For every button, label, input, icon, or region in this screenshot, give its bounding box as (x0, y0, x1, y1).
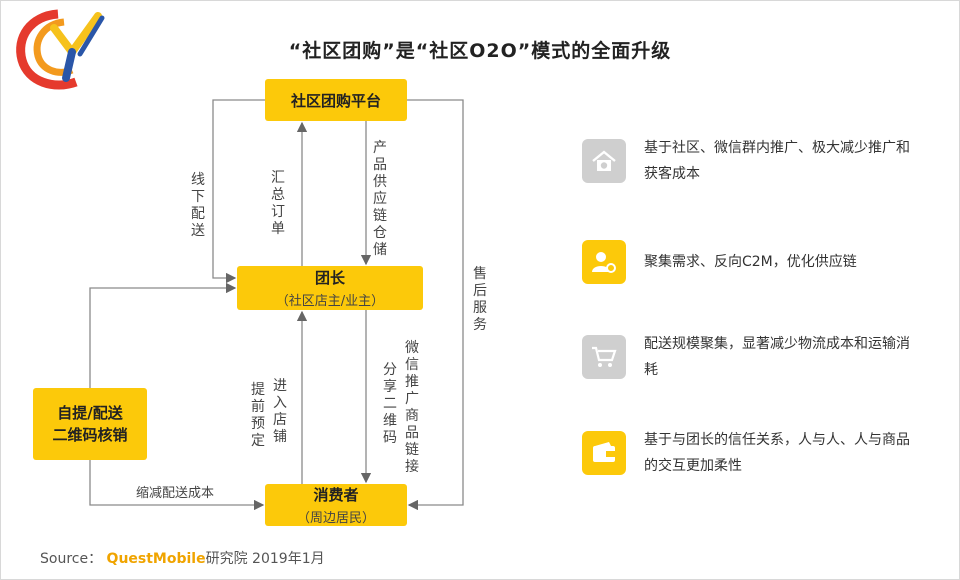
label-enter-store: 进入店铺 (273, 378, 287, 445)
feature-text-1: 基于社区、微信群内推广、极大减少推广和获客成本 (644, 140, 910, 182)
edge-pickup-leader (89, 282, 237, 388)
cart-icon (582, 335, 626, 379)
label-offline-delivery: 线下配送 (191, 172, 205, 239)
feature-item-3: 配送规模聚集，显著减少物流成本和运输消耗 (582, 332, 942, 382)
node-pickup-line1: 自提/配送 (57, 404, 123, 422)
label-reduce-cost: 缩减配送成本 (136, 486, 215, 501)
user-gear-icon (582, 240, 626, 284)
source-label: Source： (40, 551, 103, 567)
node-consumer: 消费者 （周边居民） (265, 484, 407, 526)
source-brand: QuestMobile (106, 551, 206, 567)
label-product-supply: 产品供应链仓储 (373, 140, 387, 258)
node-leader-label: 团长 (314, 269, 345, 287)
node-consumer-sub: （周边居民） (296, 511, 375, 526)
label-preorder: 提前预定 (251, 382, 265, 449)
edge-after-sales (407, 99, 464, 511)
source-line: Source： QuestMobile研究院 2019年1月 (40, 548, 325, 568)
feature-item-1: 基于社区、微信群内推广、极大减少推广和获客成本 (582, 136, 942, 186)
logo-icon (16, 9, 105, 90)
wallet-icon (582, 431, 626, 475)
label-summarize-orders: 汇总订单 (271, 170, 285, 237)
node-platform: 社区团购平台 (265, 79, 407, 121)
house-money-icon (582, 139, 626, 183)
source-rest: 研究院 2019年1月 (205, 551, 325, 567)
node-pickup-line2: 二维码核销 (52, 426, 128, 444)
feature-item-4: 基于与团长的信任关系，人与人、人与商品的交互更加柔性 (582, 428, 942, 478)
edge-offline-delivery (212, 99, 265, 284)
node-pickup: 自提/配送 二维码核销 (33, 388, 147, 460)
page-title: “社区团购”是“社区O2O”模式的全面升级 (288, 40, 672, 62)
node-leader: 团长 （社区店主/业主） (237, 266, 423, 310)
feature-text-2: 聚集需求、反向C2M，优化供应链 (644, 254, 857, 270)
feature-item-2: 聚集需求、反向C2M，优化供应链 (582, 237, 942, 287)
node-platform-label: 社区团购平台 (290, 91, 381, 110)
node-leader-sub: （社区店主/业主） (275, 294, 385, 309)
edge-reduce-cost (89, 460, 265, 511)
label-wechat-promo: 微信推广商品链接 (405, 340, 419, 475)
feature-text-4: 基于与团长的信任关系，人与人、人与商品的交互更加柔性 (644, 432, 910, 474)
label-after-sales: 售后服务 (473, 266, 487, 333)
label-share-qr: 分享二维码 (383, 362, 397, 446)
node-consumer-label: 消费者 (313, 486, 359, 504)
feature-text-3: 配送规模聚集，显著减少物流成本和运输消耗 (644, 336, 910, 378)
